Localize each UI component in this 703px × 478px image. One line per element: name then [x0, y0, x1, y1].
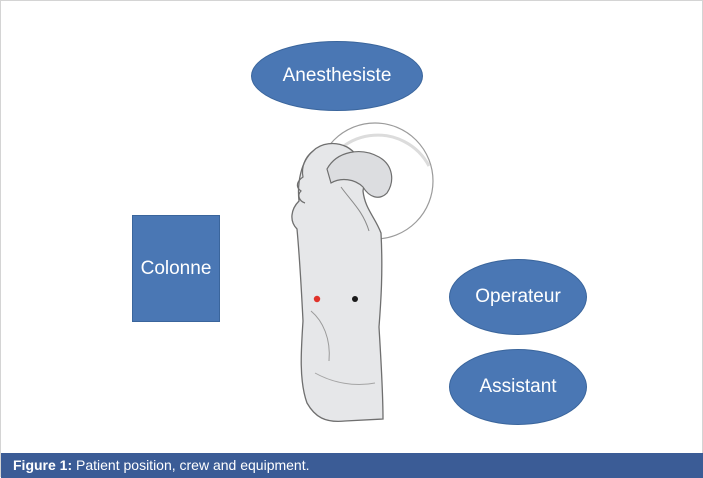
assistant-label: Assistant — [479, 376, 556, 398]
operateur-label: Operateur — [475, 286, 561, 308]
anesthesiste-label: Anesthesiste — [283, 65, 392, 87]
anesthesiste-ellipse: Anesthesiste — [251, 41, 423, 111]
colonne-rectangle: Colonne — [132, 215, 220, 322]
caption-text: Patient position, crew and equipment. — [72, 457, 309, 473]
black-port-marker — [352, 296, 358, 302]
figure-caption: Figure 1: Patient position, crew and equ… — [1, 453, 703, 478]
assistant-ellipse: Assistant — [449, 349, 587, 425]
diagram-area: Anesthesiste Colonne Operateur Assistant — [1, 1, 703, 453]
red-port-marker — [314, 296, 320, 302]
patient-lateral-position-icon — [271, 121, 451, 441]
caption-label: Figure 1: — [13, 457, 72, 473]
operateur-ellipse: Operateur — [449, 259, 587, 335]
colonne-label: Colonne — [141, 258, 212, 280]
